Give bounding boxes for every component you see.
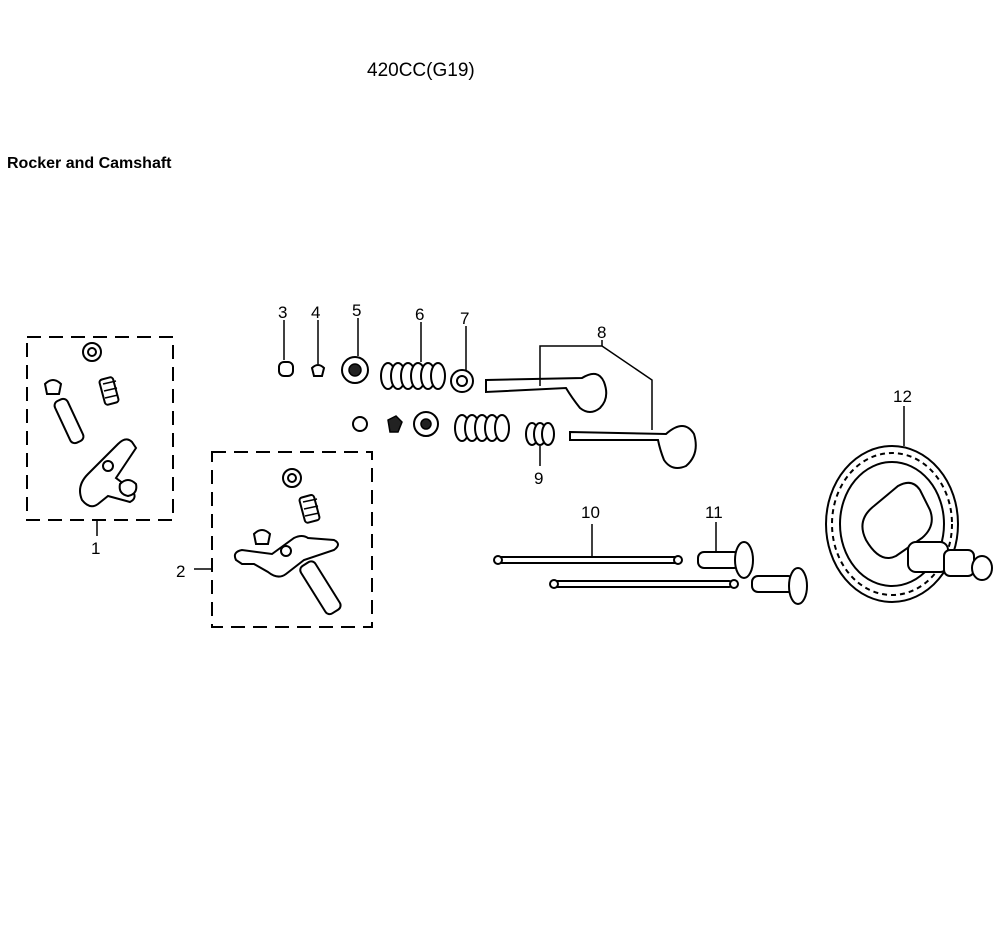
section-title: Rocker and Camshaft	[7, 155, 172, 172]
callout-1: 1	[91, 539, 100, 558]
intake-valve	[569, 425, 697, 469]
push-rod	[495, 556, 679, 564]
callout-2: 2	[176, 562, 185, 581]
camshaft-gear	[825, 406, 993, 603]
callout-labels: 1 2 3 4 5 6 7 8 9 10 11 12	[91, 301, 912, 581]
valve-spring	[380, 362, 446, 390]
valve-cap	[278, 361, 294, 377]
callout-11: 11	[705, 503, 723, 522]
tappet	[751, 575, 795, 593]
valve-cap	[352, 416, 368, 432]
valve-stem-seal	[525, 422, 555, 446]
callout-8: 8	[597, 323, 606, 342]
callout-10: 10	[581, 503, 600, 522]
valve-spring	[454, 414, 510, 442]
valve-train-upper	[278, 318, 608, 413]
rocker-pivot-pin	[299, 560, 342, 616]
rocker-clip	[43, 379, 63, 395]
cam-lobe	[861, 481, 933, 559]
callout-5: 5	[352, 301, 361, 320]
callout-4: 4	[311, 303, 320, 322]
push-rod	[551, 580, 733, 588]
rocker-pivot-pin	[53, 397, 85, 445]
rocker-spring	[98, 376, 120, 406]
valve-keeper	[310, 364, 326, 377]
callout-12: 12	[893, 387, 912, 406]
model-title: 420CC(G19)	[367, 60, 475, 81]
rocker-assembly-1	[26, 336, 174, 536]
tappet	[697, 551, 741, 569]
push-rods	[493, 524, 739, 589]
rocker-assembly-2	[194, 451, 373, 628]
callout-7: 7	[460, 309, 469, 328]
exhaust-valve	[485, 372, 608, 413]
valve-train-lower	[352, 411, 697, 469]
rocker-clip	[252, 529, 272, 545]
callout-8-leader	[539, 340, 653, 430]
valve-tappets	[697, 522, 808, 605]
callout-9: 9	[534, 469, 543, 488]
callout-6: 6	[415, 305, 424, 324]
callout-3: 3	[278, 303, 287, 322]
camshaft	[907, 541, 949, 573]
valve-keeper	[387, 415, 403, 433]
